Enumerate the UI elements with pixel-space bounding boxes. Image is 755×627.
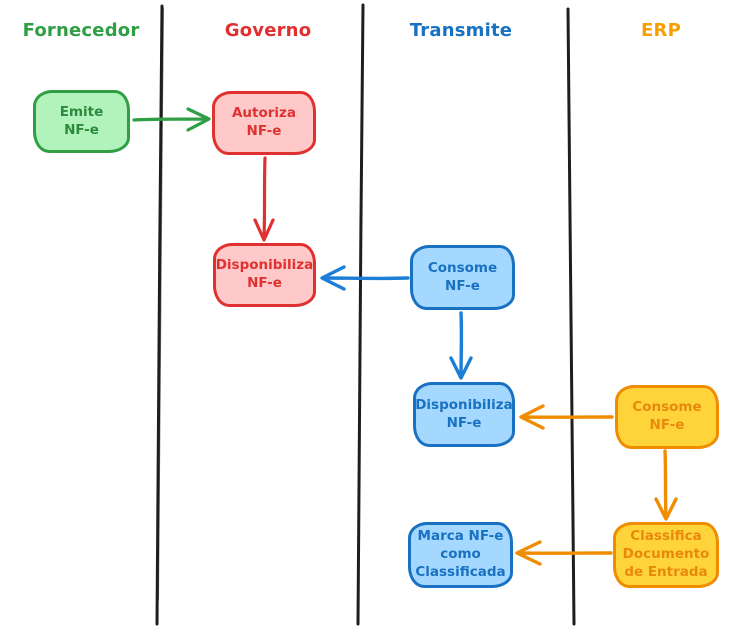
arrow-consome-erp-to-classifica — [654, 449, 678, 521]
lane-header-erp: ERP — [641, 20, 681, 41]
node-disponibiliza-nfe-governo: Disponibiliza NF-e — [213, 243, 316, 307]
node-disponibiliza-nfe-transmite: Disponibiliza NF-e — [413, 382, 515, 447]
arrow-consome-transmite-to-disponibiliza-governo — [320, 265, 410, 291]
arrow-consome-erp-to-disponibiliza-transmite — [519, 404, 614, 430]
node-classifica-documento-de-entrada: Classifica Documento de Entrada — [613, 522, 719, 588]
node-emite-nfe: Emite NF-e — [33, 90, 130, 153]
arrow-consome-transmite-to-disponibiliza-transmite — [449, 311, 473, 380]
node-consome-nfe-erp: Consome NF-e — [615, 385, 719, 449]
lane-divider-1-sketch — [158, 7, 164, 601]
node-marca-nfe-como-classificada: Marca NF-e como Classificada — [408, 522, 513, 588]
lane-header-transmite: Transmite — [409, 20, 513, 41]
lane-divider-1 — [155, 4, 164, 626]
node-autoriza-nfe: Autoriza NF-e — [212, 91, 316, 155]
lane-divider-3 — [566, 7, 576, 626]
arrow-classifica-to-marca — [515, 540, 613, 566]
lane-divider-2 — [356, 3, 365, 626]
lane-header-fornecedor: Fornecedor — [22, 20, 140, 41]
node-consome-nfe-transmite: Consome NF-e — [410, 245, 515, 310]
arrow-emite-to-autoriza — [132, 107, 211, 132]
lane-header-governo: Governo — [224, 20, 312, 41]
arrow-autoriza-to-disponibiliza — [253, 156, 275, 242]
